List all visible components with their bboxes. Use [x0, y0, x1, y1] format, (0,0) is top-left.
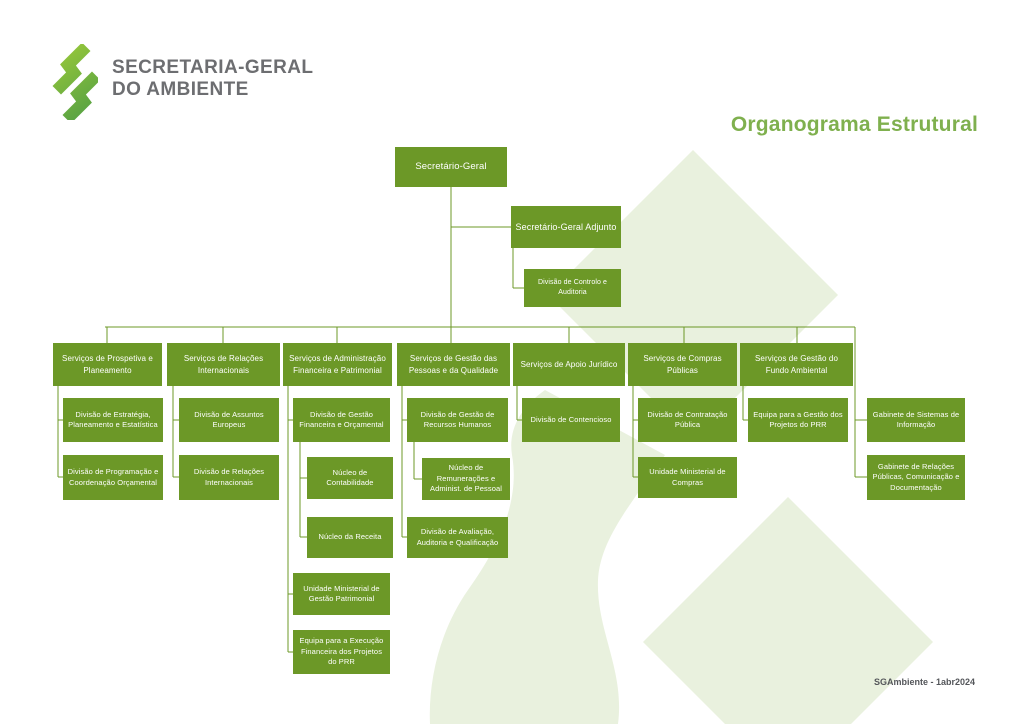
org-box-divisao-contratacao-publica: Divisão de Contratação Pública	[638, 398, 737, 442]
org-box-divisao-contencioso: Divisão de Contencioso	[522, 398, 620, 442]
org-box-divisao-gestao-recursos-humanos: Divisão de Gestão de Recursos Humanos	[407, 398, 508, 442]
org-box-divisao-estrategia-planeamento-estatistica: Divisão de Estratégia, Planeamento e Est…	[63, 398, 163, 442]
org-box-secretario-geral: Secretário-Geral	[395, 147, 507, 187]
org-box-servicos-apoio-juridico: Serviços de Apoio Jurídico	[513, 343, 625, 386]
org-box-divisao-assuntos-europeus: Divisão de Assuntos Europeus	[179, 398, 279, 442]
org-box-divisao-gestao-financeira-orcamental: Divisão de Gestão Financeira e Orçamenta…	[293, 398, 390, 442]
org-box-servicos-administracao-financeira: Serviços de Administração Financeira e P…	[283, 343, 392, 386]
page-title: Organograma Estrutural	[730, 113, 978, 136]
org-box-divisao-relacoes-internacionais: Divisão de Relações Internacionais	[179, 455, 279, 500]
org-box-gabinete-sistemas-informacao: Gabinete de Sistemas de Informação	[867, 398, 965, 442]
org-box-equipa-gestao-projetos-prr: Equipa para a Gestão dos Projetos do PRR	[748, 398, 848, 442]
footer-credit: SGAmbiente - 1abr2024	[873, 677, 975, 687]
org-box-servicos-prospetiva-planeamento: Serviços de Prospetiva e Planeamento	[53, 343, 162, 386]
org-box-nucleo-remuneracoes-pessoal: Núcleo de Remunerações e Administ. de Pe…	[422, 458, 510, 500]
org-box-secretario-geral-adjunto: Secretário-Geral Adjunto	[511, 206, 621, 248]
org-box-unidade-ministerial-compras: Unidade Ministerial de Compras	[638, 457, 737, 498]
brand-header: SECRETARIA-GERAL DO AMBIENTE	[44, 44, 313, 120]
org-box-servicos-compras-publicas: Serviços de Compras Públicas	[628, 343, 737, 386]
org-box-divisao-avaliacao-auditoria-qualificacao: Divisão de Avaliação, Auditoria e Qualif…	[407, 517, 508, 558]
org-box-nucleo-contabilidade: Núcleo de Contabilidade	[307, 457, 393, 499]
org-box-divisao-controlo-auditoria: Divisão de Controlo e Auditoria	[524, 269, 621, 307]
org-box-nucleo-receita: Núcleo da Receita	[307, 517, 393, 558]
org-name-line2: DO AMBIENTE	[112, 79, 249, 101]
org-box-equipa-execucao-financeira-prr: Equipa para a Execução Financeira dos Pr…	[293, 630, 390, 674]
org-box-gabinete-relacoes-publicas-comunicacao: Gabinete de Relações Públicas, Comunicaç…	[867, 455, 965, 500]
org-box-servicos-gestao-pessoas-qualidade: Serviços de Gestão das Pessoas e da Qual…	[397, 343, 510, 386]
org-name: SECRETARIA-GERAL DO AMBIENTE	[112, 57, 313, 102]
org-box-unidade-ministerial-gestao-patrimonial: Unidade Ministerial de Gestão Patrimonia…	[293, 573, 390, 615]
org-box-servicos-gestao-fundo-ambiental: Serviços de Gestão do Fundo Ambiental	[740, 343, 853, 386]
logo-icon	[52, 44, 98, 120]
org-box-divisao-programacao-coordenacao-orcamental: Divisão de Programação e Coordenação Orç…	[63, 455, 163, 500]
org-name-line1: SECRETARIA-GERAL	[112, 57, 314, 78]
org-box-servicos-relacoes-internacionais: Serviços de Relações Internacionais	[167, 343, 280, 386]
